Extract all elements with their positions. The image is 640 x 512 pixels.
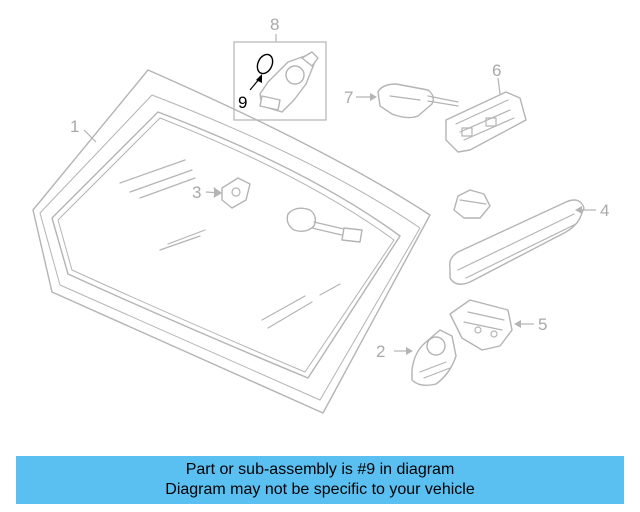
parts-diagram: 1 3 8 9 7: [32, 15, 609, 414]
info-banner: Part or sub-assembly is #9 in diagram Di…: [16, 456, 624, 504]
banner-line-2: Diagram may not be specific to your vehi…: [165, 481, 475, 498]
windshield-part-1: [32, 69, 431, 414]
callout-1: 1: [70, 117, 79, 136]
callout-7: 7: [344, 88, 353, 107]
leader-line-6: [497, 77, 501, 95]
sensor-part-7: [356, 83, 459, 119]
callout-4: 4: [600, 201, 609, 220]
callout-5: 5: [538, 315, 547, 334]
leader-line-1: [83, 129, 97, 143]
sensor-assembly-part-8: [233, 34, 327, 121]
callout-8: 8: [270, 15, 279, 34]
callout-6: 6: [492, 61, 501, 80]
mount-base-part-2: [394, 329, 457, 387]
gasket-part-9: [249, 53, 274, 91]
housing-part-5: [449, 299, 534, 351]
cover-part-6: [445, 77, 527, 153]
callout-9: 9: [238, 93, 247, 112]
mirror-part-4: [448, 189, 596, 285]
rain-sensor-on-glass: [286, 207, 363, 243]
banner-line-1: Part or sub-assembly is #9 in diagram: [185, 461, 455, 478]
callout-3: 3: [192, 183, 201, 202]
callout-2: 2: [376, 342, 385, 361]
bracket-part-3: [205, 177, 251, 209]
